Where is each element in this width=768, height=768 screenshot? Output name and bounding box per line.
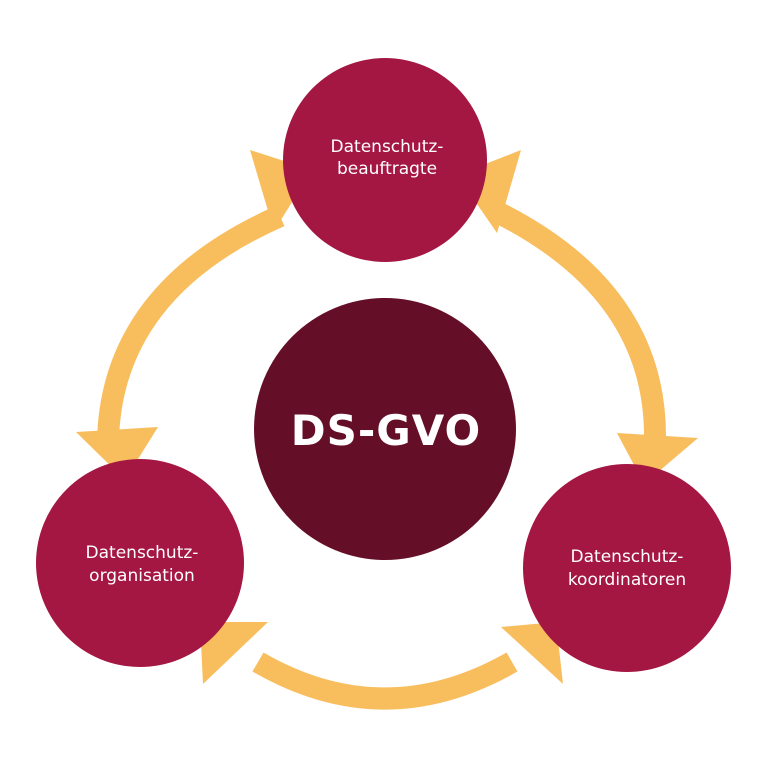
center-node-ds-gvo: DS-GVO: [254, 298, 516, 560]
center-label: DS-GVO: [291, 406, 482, 455]
node-label-line1: Datenschutz-: [571, 547, 684, 567]
node-label-line2: organisation: [89, 566, 195, 586]
node-label-line2: beauftragte: [337, 159, 437, 179]
arrow-organisation-koordinatoren: [200, 622, 563, 710]
node-label-line2: koordinatoren: [568, 570, 686, 590]
arrowhead-left: [76, 427, 158, 480]
node-label-line1: Datenschutz-: [331, 137, 444, 157]
node-datenschutzbeauftragte: Datenschutz- beauftragte: [283, 58, 487, 262]
node-datenschutzkoordinatoren: Datenschutz- koordinatoren: [523, 464, 731, 672]
arrowhead-bottom-left: [200, 622, 268, 684]
node-datenschutzorganisation: Datenschutz- organisation: [36, 459, 244, 667]
node-label-line1: Datenschutz-: [86, 543, 199, 563]
arrowhead-bottom-right: [501, 622, 563, 684]
